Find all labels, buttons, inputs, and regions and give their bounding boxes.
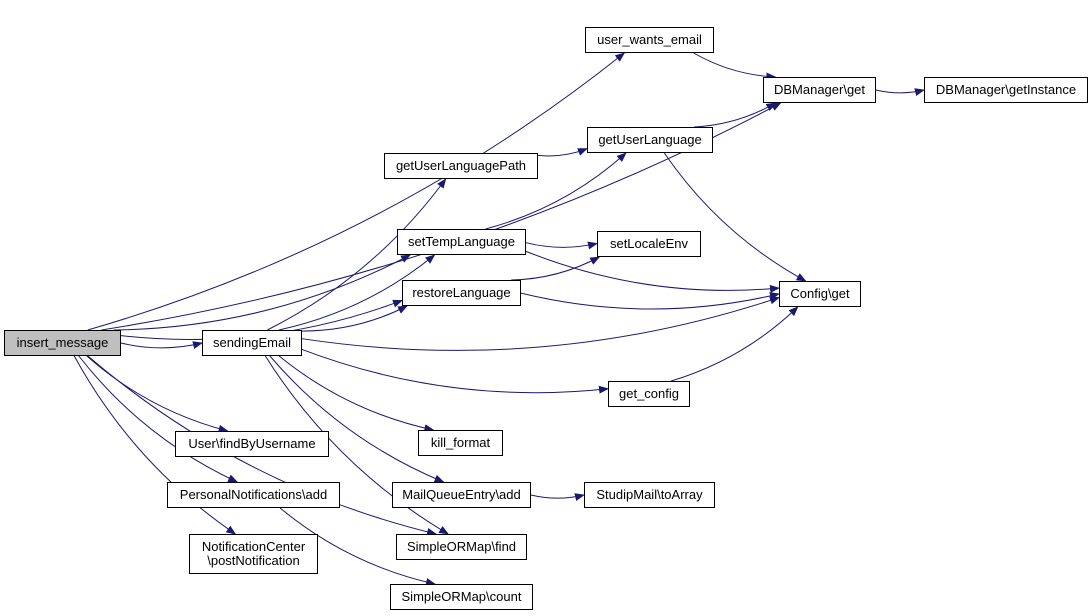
node-label: kill_format: [431, 436, 490, 450]
edge-set-temp-language-to-config-get: [525, 250, 780, 293]
edge-insert-message-to-user-find-by-username: [86, 355, 229, 433]
node-simpleormap-find[interactable]: SimpleORMap\find: [396, 534, 527, 560]
edge-get-user-language-path-to-get-user-language: [537, 148, 588, 157]
edge-insert-message-to-personal-notifications-add: [78, 355, 239, 483]
node-label: getUserLanguage: [598, 133, 701, 147]
node-get-user-language-path[interactable]: getUserLanguagePath: [384, 153, 538, 179]
edge-restore-language-to-set-locale-env: [511, 256, 601, 281]
node-label-line: MailQueueEntry\add: [402, 487, 521, 502]
node-get-user-language[interactable]: getUserLanguage: [587, 127, 713, 153]
node-label-line: kill_format: [430, 435, 491, 450]
node-label: MailQueueEntry\add: [402, 488, 521, 502]
node-label-line: setLocaleEnv: [609, 236, 689, 251]
node-label-line: DBManager\getInstance: [935, 82, 1077, 97]
edge-dbmanager-get-to-dbmanager-getinstance: [875, 88, 925, 96]
edge-insert-message-to-sending-email: [120, 341, 203, 349]
node-label-line: get_config: [619, 386, 679, 401]
node-label: user_wants_email: [597, 33, 702, 47]
node-label: User\findByUsername: [188, 437, 315, 451]
node-notification-center-postnotification[interactable]: NotificationCenter\postNotification: [189, 534, 318, 574]
node-studipmail-toarray[interactable]: StudipMail\toArray: [584, 482, 715, 508]
node-get-config[interactable]: get_config: [608, 381, 690, 407]
node-label-line: sendingEmail: [212, 335, 292, 350]
node-label: getUserLanguagePath: [396, 159, 526, 173]
edge-personal-notifications-add-to-simpleormap-count: [279, 507, 436, 586]
node-label-line: NotificationCenter: [201, 539, 306, 554]
node-personal-notifications-add[interactable]: PersonalNotifications\add: [167, 482, 340, 508]
node-label: setTempLanguage: [408, 235, 515, 249]
node-set-locale-env[interactable]: setLocaleEnv: [597, 231, 701, 257]
node-label: Config\get: [790, 287, 849, 301]
edge-mail-queue-entry-add-to-studipmail-toarray: [530, 493, 585, 501]
node-label: PersonalNotifications\add: [180, 488, 327, 502]
node-label: sendingEmail: [213, 336, 291, 350]
node-label-line: SimpleORMap\count: [401, 589, 522, 604]
node-label-line: getUserLanguagePath: [395, 158, 527, 173]
node-label: setLocaleEnv: [610, 237, 688, 251]
node-dbmanager-getinstance[interactable]: DBManager\getInstance: [924, 77, 1088, 103]
node-label-line: User\findByUsername: [188, 436, 316, 451]
edge-sending-email-to-restore-language: [301, 305, 408, 332]
node-label-line: getUserLanguage: [598, 132, 702, 147]
node-label: SimpleORMap\count: [402, 590, 522, 604]
edge-get-user-language-to-config-get: [663, 152, 807, 282]
node-label: DBManager\getInstance: [936, 83, 1076, 97]
node-simpleormap-count[interactable]: SimpleORMap\count: [390, 584, 533, 610]
node-label: insert_message: [17, 336, 109, 350]
node-label-line: PersonalNotifications\add: [179, 487, 328, 502]
edge-insert-message-to-notification-center-post: [73, 355, 237, 535]
node-label-line: user_wants_email: [597, 32, 702, 47]
node-sending-email[interactable]: sendingEmail: [202, 330, 302, 356]
node-label: SimpleORMap\find: [407, 540, 516, 554]
node-label-line: \postNotification: [207, 553, 300, 568]
node-user-wants-email[interactable]: user_wants_email: [585, 27, 714, 53]
edge-insert-message-to-set-temp-language: [113, 254, 412, 331]
node-insert-message: insert_message: [4, 330, 121, 356]
node-label-line: DBManager\get: [773, 82, 866, 97]
node-user-find-by-username[interactable]: User\findByUsername: [175, 431, 329, 457]
node-label-line: SimpleORMap\find: [406, 539, 517, 554]
edge-sending-email-to-kill-format: [278, 355, 435, 433]
node-label: get_config: [619, 387, 679, 401]
node-config-get[interactable]: Config\get: [779, 281, 861, 307]
edge-sending-email-to-config-get: [301, 296, 780, 351]
edge-set-temp-language-to-set-locale-env: [525, 241, 598, 250]
edge-sending-email-to-simpleormap-find: [264, 355, 450, 535]
node-mail-queue-entry-add[interactable]: MailQueueEntry\add: [392, 482, 531, 508]
edge-sending-email-to-get-config: [301, 348, 609, 394]
node-label-line: StudipMail\toArray: [596, 487, 703, 502]
edge-sending-email-to-get-user-language-path: [267, 178, 447, 331]
node-dbmanager-get[interactable]: DBManager\get: [763, 77, 876, 103]
node-kill-format[interactable]: kill_format: [418, 430, 503, 456]
edge-sending-email-to-set-temp-language: [278, 254, 436, 331]
edge-get-user-language-to-dbmanager-get: [694, 102, 777, 128]
node-label: DBManager\get: [774, 83, 865, 97]
node-restore-language[interactable]: restoreLanguage: [402, 280, 521, 306]
node-label: NotificationCenter\postNotification: [202, 540, 305, 568]
node-label: restoreLanguage: [412, 286, 510, 300]
edge-user-wants-email-to-dbmanager-get: [693, 52, 777, 81]
node-label: StudipMail\toArray: [596, 488, 702, 502]
node-label-line: restoreLanguage: [412, 285, 511, 300]
edge-set-temp-language-to-get-user-language: [485, 152, 627, 230]
edge-restore-language-to-config-get: [520, 292, 780, 310]
edge-insert-message-to-simpleormap-find: [87, 355, 438, 536]
edge-insert-message-to-user-wants-email: [87, 52, 626, 331]
node-label-line: Config\get: [790, 286, 850, 301]
node-label-line: setTempLanguage: [408, 234, 515, 249]
node-label-line: insert_message: [16, 335, 109, 350]
edge-get-config-to-config-get: [671, 306, 799, 382]
edge-sending-email-to-mail-queue-entry-add: [269, 355, 445, 483]
node-set-temp-language[interactable]: setTempLanguage: [397, 229, 526, 255]
